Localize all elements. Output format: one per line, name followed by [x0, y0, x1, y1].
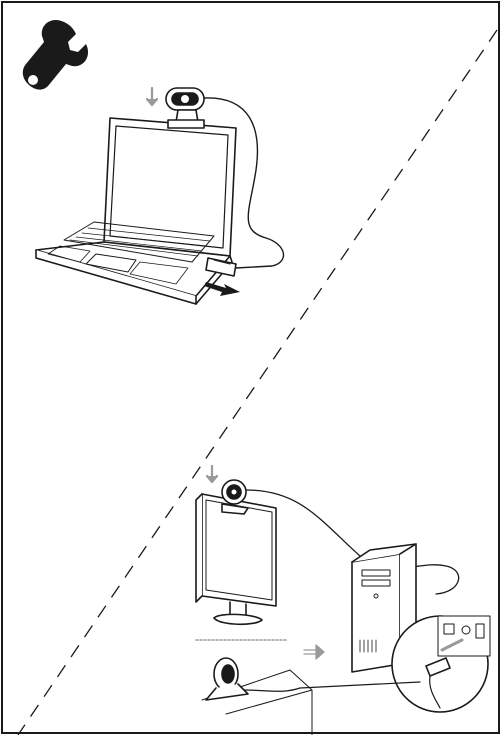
laptop-usb-cable	[203, 97, 284, 269]
arrow-right-icon	[204, 282, 240, 296]
arrow-down-icon	[205, 464, 219, 484]
laptop-usb-plug	[205, 257, 237, 277]
desktop-scene	[195, 464, 491, 735]
wrench-icon	[22, 19, 89, 90]
arrow-down-icon	[145, 86, 159, 107]
monitor	[195, 493, 277, 626]
arrow-right-icon	[303, 644, 325, 660]
laptop-lid	[103, 117, 237, 257]
desk-webcam	[201, 657, 421, 735]
monitor-webcam	[221, 479, 249, 515]
port-zoom-detail	[391, 615, 491, 713]
laptop-base	[35, 221, 233, 305]
laptop-webcam	[165, 87, 205, 129]
laptop-scene	[35, 86, 284, 305]
